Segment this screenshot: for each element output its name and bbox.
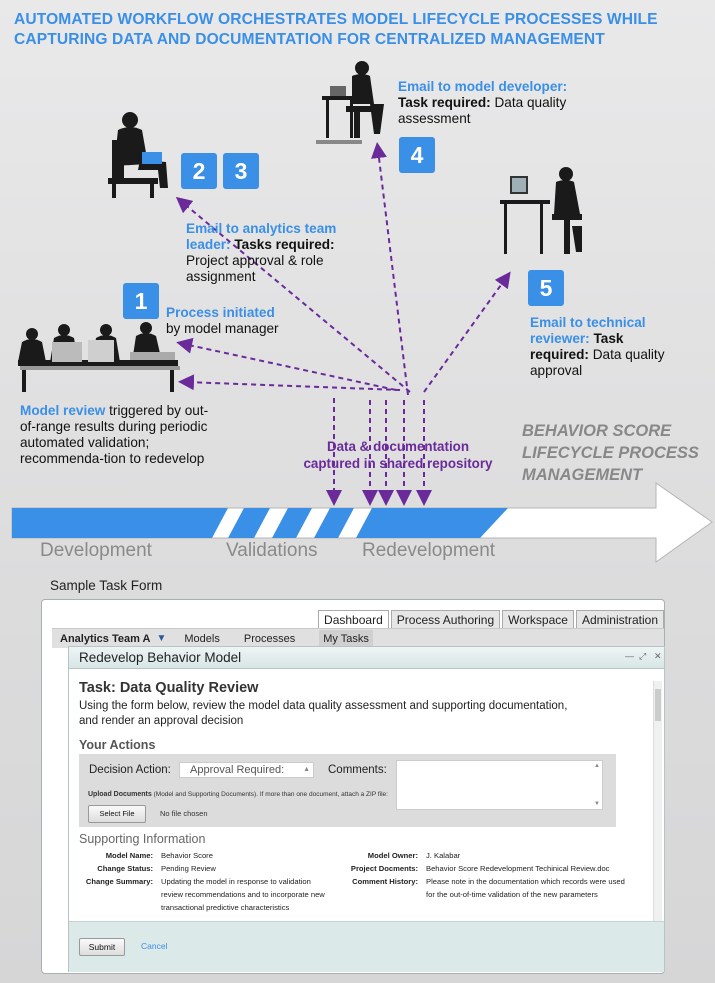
step-badge-5: 5: [528, 270, 564, 306]
dialog-scrollbar[interactable]: [653, 681, 662, 921]
step-badge-1: 1: [123, 283, 159, 319]
model-review-text: Model review triggered by out-of-range r…: [20, 403, 209, 466]
comments-field[interactable]: ▲ ▼: [396, 760, 603, 810]
team-selector[interactable]: Analytics Team A: [60, 632, 151, 645]
comments-label: Comments:: [328, 764, 387, 776]
tab-administration[interactable]: Administration: [575, 610, 664, 629]
model-owner-key: Model Owner:: [367, 851, 418, 860]
phase-development: Development: [40, 540, 152, 561]
select-file-button[interactable]: Select File: [88, 805, 146, 823]
comment-history-value: Please note in the documentation which r…: [426, 877, 625, 899]
restore-icon[interactable]: ⤢: [639, 651, 647, 661]
model-developer-icon: [316, 61, 384, 144]
step-2-text: Email to analytics team leader: Tasks re…: [186, 221, 337, 284]
lifecycle-title: Behavior Score Lifecycle Process Managem…: [522, 422, 699, 484]
task-dialog: Redevelop Behavior Model — ⤢ ✕ Task: Dat…: [68, 646, 665, 972]
lifecycle-arrow: [11, 482, 713, 563]
change-status-value: Pending Review: [161, 864, 216, 873]
step-4-text: Email to model developer: Task required:…: [398, 79, 568, 126]
tab-process-authoring[interactable]: Process Authoring: [390, 610, 501, 629]
phase-redevelopment: Redevelopment: [362, 540, 496, 561]
scrollbar-thumb[interactable]: [655, 689, 661, 721]
technical-reviewer-icon: [500, 167, 582, 254]
meeting-group-icon: [18, 322, 180, 392]
actions-panel: Decision Action: Approval Required: ▲ Co…: [79, 754, 616, 827]
phase-validations: Validations: [226, 540, 318, 561]
supporting-info-fields: Model Name: Behavior Score Change Status…: [69, 849, 629, 919]
change-summary-value: Updating the model in response to valida…: [161, 877, 325, 912]
model-owner-value: J. Kalabar: [426, 851, 461, 860]
subnav-models[interactable]: Models: [184, 632, 220, 645]
scroll-down-icon[interactable]: ▼: [594, 801, 600, 807]
team-leader-icon: [108, 112, 168, 198]
repository-caption: Data & documentation captured in shared …: [303, 439, 493, 471]
cancel-link[interactable]: Cancel: [141, 941, 168, 951]
comment-history-key: Comment History:: [352, 877, 418, 886]
minimize-icon[interactable]: —: [625, 651, 634, 661]
dialog-title: Redevelop Behavior Model: [69, 647, 664, 669]
step-badge-2: 2: [181, 153, 217, 189]
task-title: Task: Data Quality Review: [79, 680, 259, 696]
your-actions-heading: Your Actions: [79, 738, 156, 752]
close-icon[interactable]: ✕: [654, 651, 662, 661]
step-badge-3: 3: [223, 153, 259, 189]
form-caption: Sample Task Form: [50, 578, 163, 593]
model-name-value: Behavior Score: [161, 851, 213, 860]
project-documents-key: Project Docments:: [350, 864, 418, 873]
subnav-processes[interactable]: Processes: [243, 632, 296, 645]
main-tabs: Dashboard Process Authoring Workspace Ad…: [316, 610, 664, 629]
change-summary-key: Change Summary:: [85, 877, 153, 886]
tab-dashboard[interactable]: Dashboard: [318, 610, 389, 629]
project-documents-value[interactable]: Behavior Score Redevelopment Techinical …: [426, 864, 610, 873]
headline: Automated workflow orchestrates model li…: [14, 11, 658, 48]
no-file-label: No file chosen: [160, 809, 208, 818]
model-name-key: Model Name:: [105, 851, 153, 860]
dialog-footer: Submit Cancel: [69, 921, 664, 972]
decision-label: Decision Action:: [89, 764, 171, 776]
submit-button[interactable]: Submit: [79, 938, 125, 956]
flow-arrows: [175, 142, 511, 506]
tab-workspace[interactable]: Workspace: [502, 610, 574, 629]
step-1-text: Process initiated by model manager: [166, 305, 279, 336]
task-description: Using the form below, review the model d…: [79, 700, 568, 727]
step-badge-4: 4: [399, 137, 435, 173]
decision-select[interactable]: Approval Required: ▲: [179, 762, 314, 778]
scroll-up-icon[interactable]: ▲: [594, 763, 600, 769]
workflow-diagram: [11, 61, 713, 563]
step-5-text: Email to technical reviewer: Task requir…: [530, 315, 665, 378]
sub-navigation: Analytics Team A ▼ Models Processes My T…: [52, 628, 664, 648]
task-form-window: Dashboard Process Authoring Workspace Ad…: [41, 599, 665, 974]
spinner-icon: ▲: [303, 766, 310, 773]
change-status-key: Change Status:: [97, 864, 153, 873]
supporting-info-heading: Supporting Information: [79, 832, 206, 846]
upload-label: Upload Documents (Model and Supporting D…: [88, 791, 388, 798]
subnav-my-tasks[interactable]: My Tasks: [319, 629, 373, 648]
chevron-down-icon[interactable]: ▼: [156, 633, 167, 644]
